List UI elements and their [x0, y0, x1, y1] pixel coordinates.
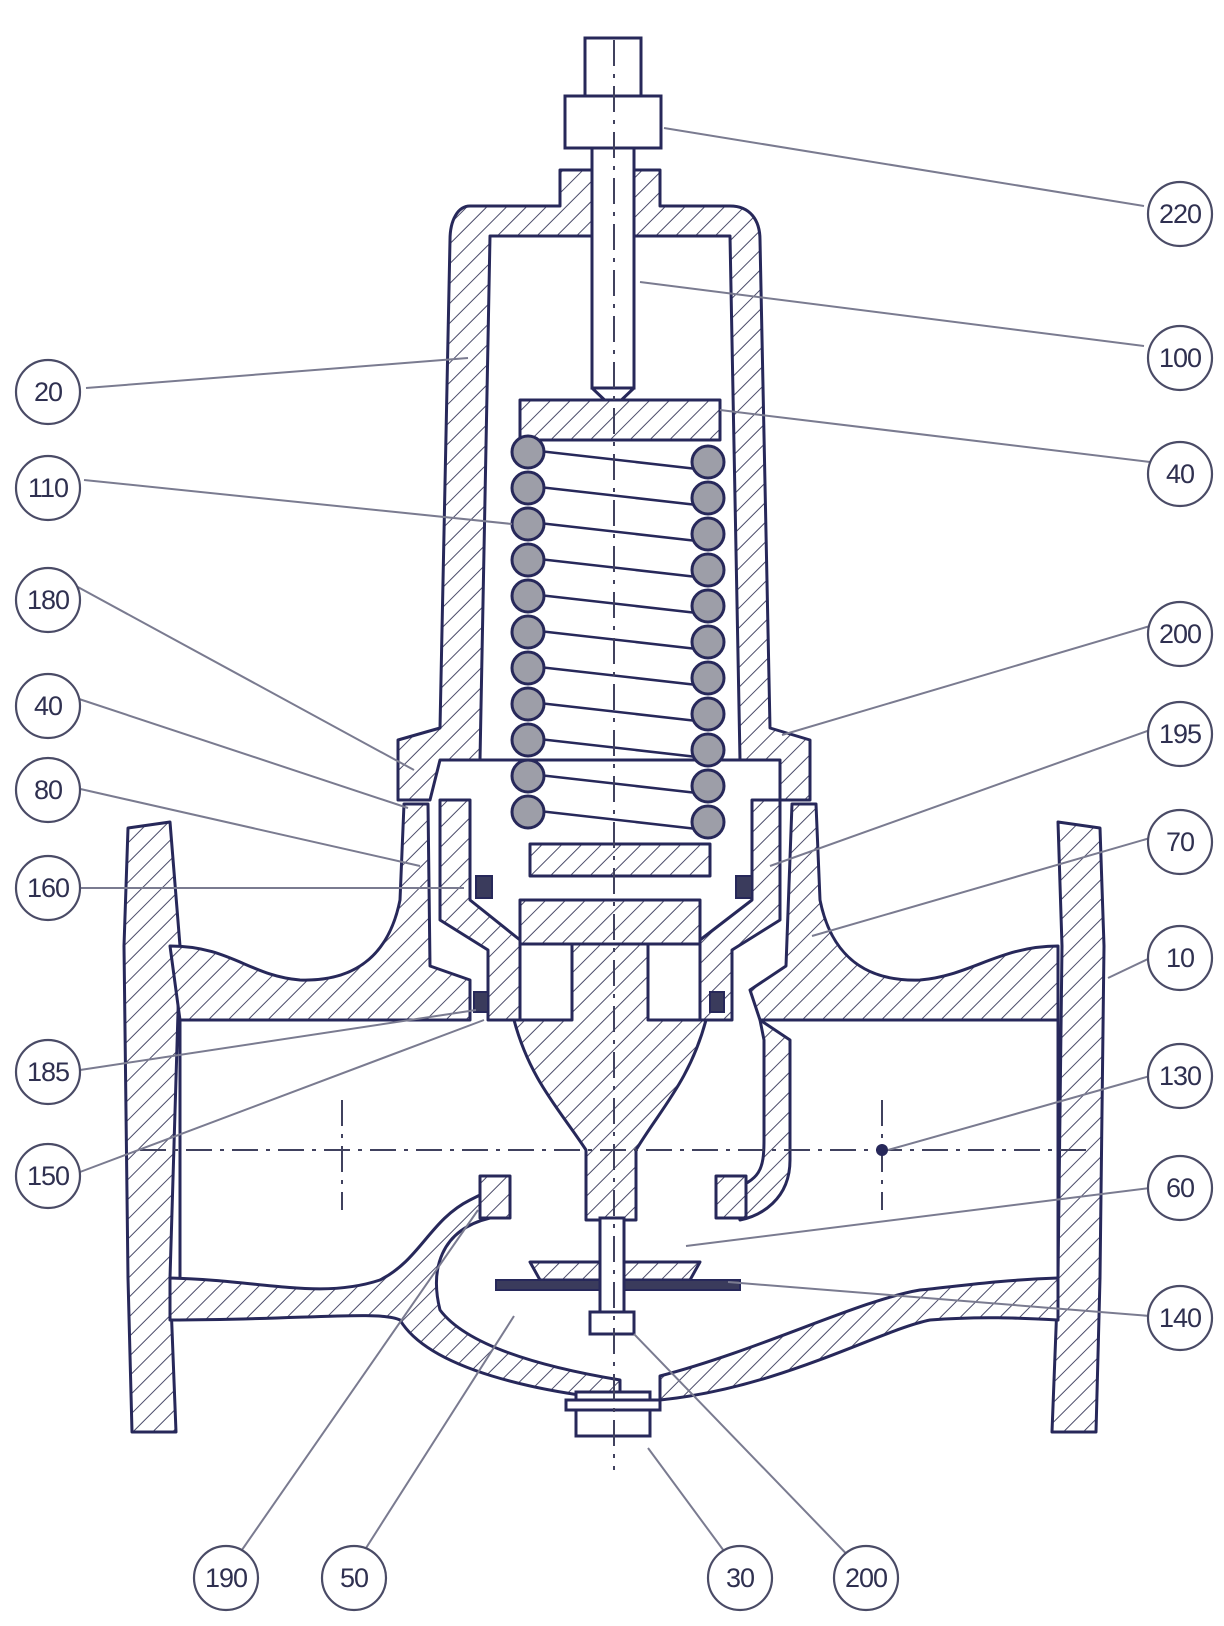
callout-label: 190 — [205, 1563, 247, 1593]
callout-label: 60 — [1166, 1173, 1194, 1203]
callout-label: 30 — [726, 1563, 754, 1593]
spring-coils-left — [510, 434, 546, 830]
callout-label: 50 — [340, 1563, 368, 1593]
callout-label: 110 — [28, 473, 68, 503]
callout-label: 150 — [27, 1161, 69, 1191]
callout-label: 40 — [1166, 459, 1194, 489]
callout-label: 70 — [1166, 827, 1194, 857]
callout-label: 20 — [34, 377, 62, 407]
piston — [512, 898, 708, 1222]
callout-label: 80 — [34, 775, 62, 805]
left-flange — [122, 820, 182, 1434]
center-lines — [140, 40, 1090, 1470]
callout-label: 160 — [27, 873, 69, 903]
callout-50: 50 — [320, 1544, 388, 1612]
seal-left-mid — [473, 991, 489, 1013]
callout-label: 180 — [27, 585, 69, 615]
callout-150: 150 — [14, 1142, 82, 1210]
disc-bolt — [598, 1216, 626, 1314]
callout-180: 180 — [14, 566, 82, 634]
callout-190: 190 — [192, 1544, 260, 1612]
spring-plate-top — [518, 398, 722, 442]
body-partition-right — [728, 1018, 792, 1222]
callout-70: 70 — [1146, 808, 1214, 876]
callout-60: 60 — [1146, 1154, 1214, 1222]
spring-coils-right — [690, 444, 726, 840]
seal-right-mid — [709, 991, 725, 1013]
callout-130: 130 — [1146, 1042, 1214, 1110]
callout-220: 220 — [1146, 180, 1214, 248]
callout-195: 195 — [1146, 700, 1214, 768]
callout-label: 200 — [845, 1563, 887, 1593]
callout-10: 10 — [1146, 924, 1214, 992]
body-lower-left — [168, 1188, 622, 1402]
seat-ring-left — [478, 1174, 512, 1220]
callout-label: 185 — [27, 1057, 69, 1087]
right-flange — [1050, 820, 1106, 1434]
valve-body — [122, 802, 1106, 1438]
callout-label: 200 — [1159, 619, 1201, 649]
body-upper-left — [168, 802, 472, 1022]
callout-160: 160 — [14, 854, 82, 922]
callout-label: 10 — [1166, 943, 1194, 973]
seal-left-upper — [475, 875, 493, 899]
body-upper-right — [748, 802, 1060, 1022]
callout-80: 80 — [14, 756, 82, 824]
callout-30: 30 — [706, 1544, 774, 1612]
callout-label: 100 — [1159, 343, 1201, 373]
flow-passage — [178, 1020, 1060, 1278]
callout-110: 110 — [14, 454, 82, 522]
callout-label: 220 — [1159, 199, 1201, 229]
callout-200-bottom: 200 — [832, 1544, 900, 1612]
seal-right-upper — [735, 875, 753, 899]
callout-40-left: 40 — [14, 672, 82, 740]
leader-lines — [75, 127, 1151, 1571]
callout-200-right: 200 — [1146, 600, 1214, 668]
callout-20: 20 — [14, 358, 82, 426]
callout-185: 185 — [14, 1038, 82, 1106]
disc-nut — [588, 1310, 636, 1336]
callout-140: 140 — [1146, 1284, 1214, 1352]
callout-label: 195 — [1159, 719, 1201, 749]
callout-label: 140 — [1159, 1303, 1201, 1333]
seat-ring-right — [714, 1174, 748, 1220]
piston-assembly — [438, 798, 782, 1336]
spring-plate-bottom — [528, 842, 712, 878]
spring-housing — [396, 36, 812, 878]
callout-40-right: 40 — [1146, 440, 1214, 508]
callout-100: 100 — [1146, 324, 1214, 392]
callout-label: 130 — [1159, 1061, 1201, 1091]
callout-label: 40 — [34, 691, 62, 721]
body-lower-right — [658, 1276, 1060, 1402]
